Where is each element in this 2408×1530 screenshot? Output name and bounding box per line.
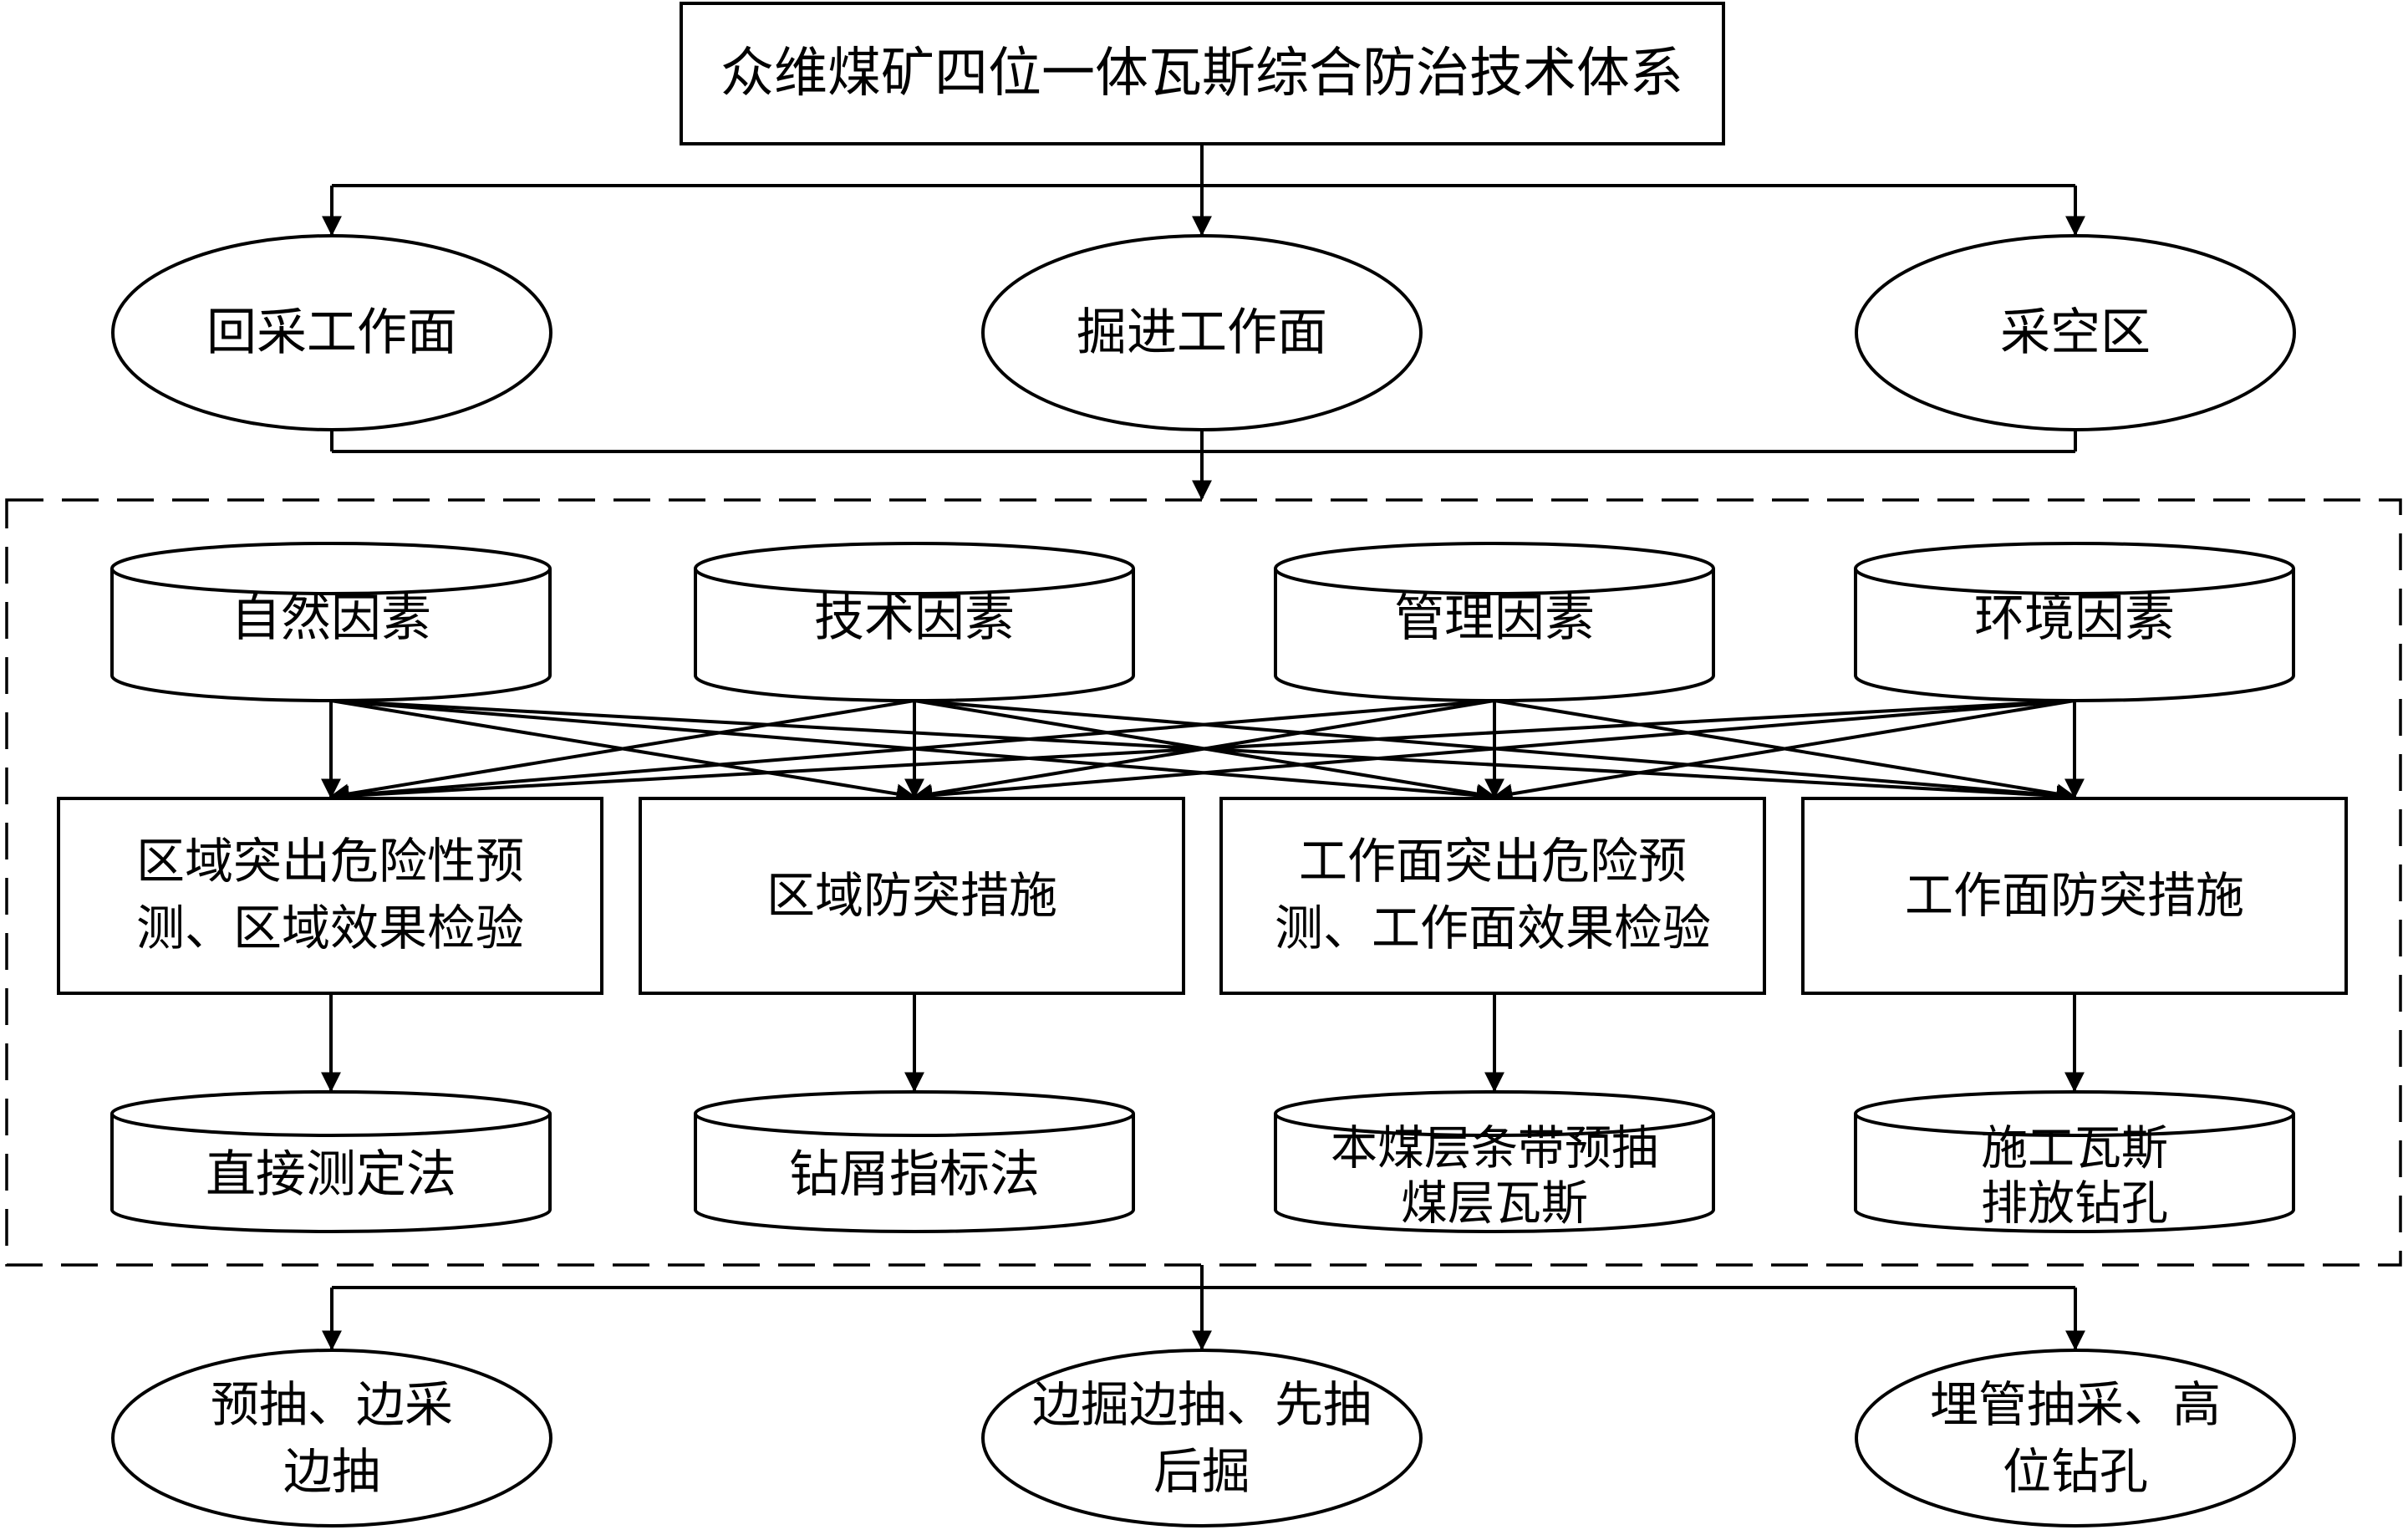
factor-zone-dashed-frame bbox=[5, 498, 2402, 1267]
measure-label-line2: 测、工作面效果检验 bbox=[1275, 900, 1711, 956]
measure-label: 工作面防突措施 bbox=[1905, 867, 2244, 924]
factor-2-to-measure-0-arrow bbox=[328, 699, 1495, 806]
factor-3-to-measure-0-arrow bbox=[328, 699, 2075, 806]
connector-lines bbox=[321, 144, 2085, 1351]
extraction-label-line1: 边掘边抽、先抽 bbox=[1032, 1376, 1372, 1433]
measure-box-face-prediction: 工作面突出危险预 测、工作面效果检验 bbox=[1219, 797, 1766, 995]
method-cylinder-strip-predrainage: 本煤层条带预抽 煤层瓦斯 bbox=[1274, 1090, 1715, 1233]
method-label-line2: 煤层瓦斯 bbox=[1401, 1177, 1588, 1232]
work-face-label: 采空区 bbox=[2000, 303, 2151, 362]
work-face-label: 掘进工作面 bbox=[1077, 303, 1327, 362]
method-cylinder-direct-measurement: 直接测定法 bbox=[110, 1090, 552, 1233]
work-face-label: 回采工作面 bbox=[206, 303, 457, 362]
method-label-line1: 本煤层条带预抽 bbox=[1331, 1122, 1658, 1176]
method-label-line2: 排放钻孔 bbox=[1981, 1177, 2168, 1232]
factor-label: 自然因素 bbox=[231, 589, 431, 648]
method-cylinder-gas-release-boreholes: 施工瓦斯 排放钻孔 bbox=[1854, 1090, 2295, 1233]
measure-box-regional-prevention: 区域防突措施 bbox=[639, 797, 1185, 995]
factor-3-to-measure-1-arrow bbox=[912, 699, 2075, 806]
method-label-line1: 施工瓦斯 bbox=[1981, 1122, 2168, 1176]
factor-label: 技术因素 bbox=[814, 589, 1015, 648]
measure-label-line1: 工作面突出危险预 bbox=[1299, 833, 1687, 890]
extraction-label-line2: 位钻孔 bbox=[2003, 1443, 2148, 1500]
factor-cylinder-natural: 自然因素 bbox=[110, 542, 552, 702]
extraction-label-line2: 后掘 bbox=[1153, 1443, 1250, 1500]
factor-cylinder-technical: 技术因素 bbox=[694, 542, 1135, 702]
measure-label-line2: 测、区域效果检验 bbox=[136, 900, 524, 956]
work-face-ellipse-huicai: 回采工作面 bbox=[111, 234, 552, 431]
extraction-ellipse-goaf: 埋管抽采、高 位钻孔 bbox=[1855, 1349, 2296, 1527]
measure-box-face-prevention: 工作面防突措施 bbox=[1801, 797, 2348, 995]
extraction-label-line2: 边抽 bbox=[283, 1443, 380, 1500]
method-label: 直接测定法 bbox=[206, 1145, 456, 1204]
factor-label: 环境因素 bbox=[1974, 589, 2175, 648]
work-face-ellipse-juejin: 掘进工作面 bbox=[981, 234, 1423, 431]
extraction-ellipse-heading: 边掘边抽、先抽 后掘 bbox=[981, 1349, 1423, 1527]
factor-label: 管理因素 bbox=[1394, 589, 1595, 648]
work-face-ellipse-caikong: 采空区 bbox=[1855, 234, 2296, 431]
factor-1-to-measure-0-arrow bbox=[328, 699, 915, 804]
extraction-label-line1: 埋管抽采、高 bbox=[1930, 1376, 2221, 1433]
title-box: 众维煤矿四位一体瓦斯综合防治技术体系 bbox=[680, 2, 1725, 145]
title-text: 众维煤矿四位一体瓦斯综合防治技术体系 bbox=[720, 43, 1683, 105]
method-label: 钻屑指标法 bbox=[789, 1145, 1040, 1204]
measure-label: 区域防突措施 bbox=[766, 867, 1057, 924]
method-cylinder-drill-cuttings: 钻屑指标法 bbox=[694, 1090, 1135, 1233]
measure-label-line1: 区域突出危险性预 bbox=[136, 833, 524, 890]
factor-cylinder-management: 管理因素 bbox=[1274, 542, 1715, 702]
factor-3-to-measure-2-arrow bbox=[1492, 699, 2075, 804]
extraction-label-line1: 预抽、边采 bbox=[211, 1376, 453, 1433]
extraction-ellipse-mining: 预抽、边采 边抽 bbox=[111, 1349, 552, 1527]
factor-cylinder-environment: 环境因素 bbox=[1854, 542, 2295, 702]
measure-box-regional-prediction: 区域突出危险性预 测、区域效果检验 bbox=[57, 797, 603, 995]
